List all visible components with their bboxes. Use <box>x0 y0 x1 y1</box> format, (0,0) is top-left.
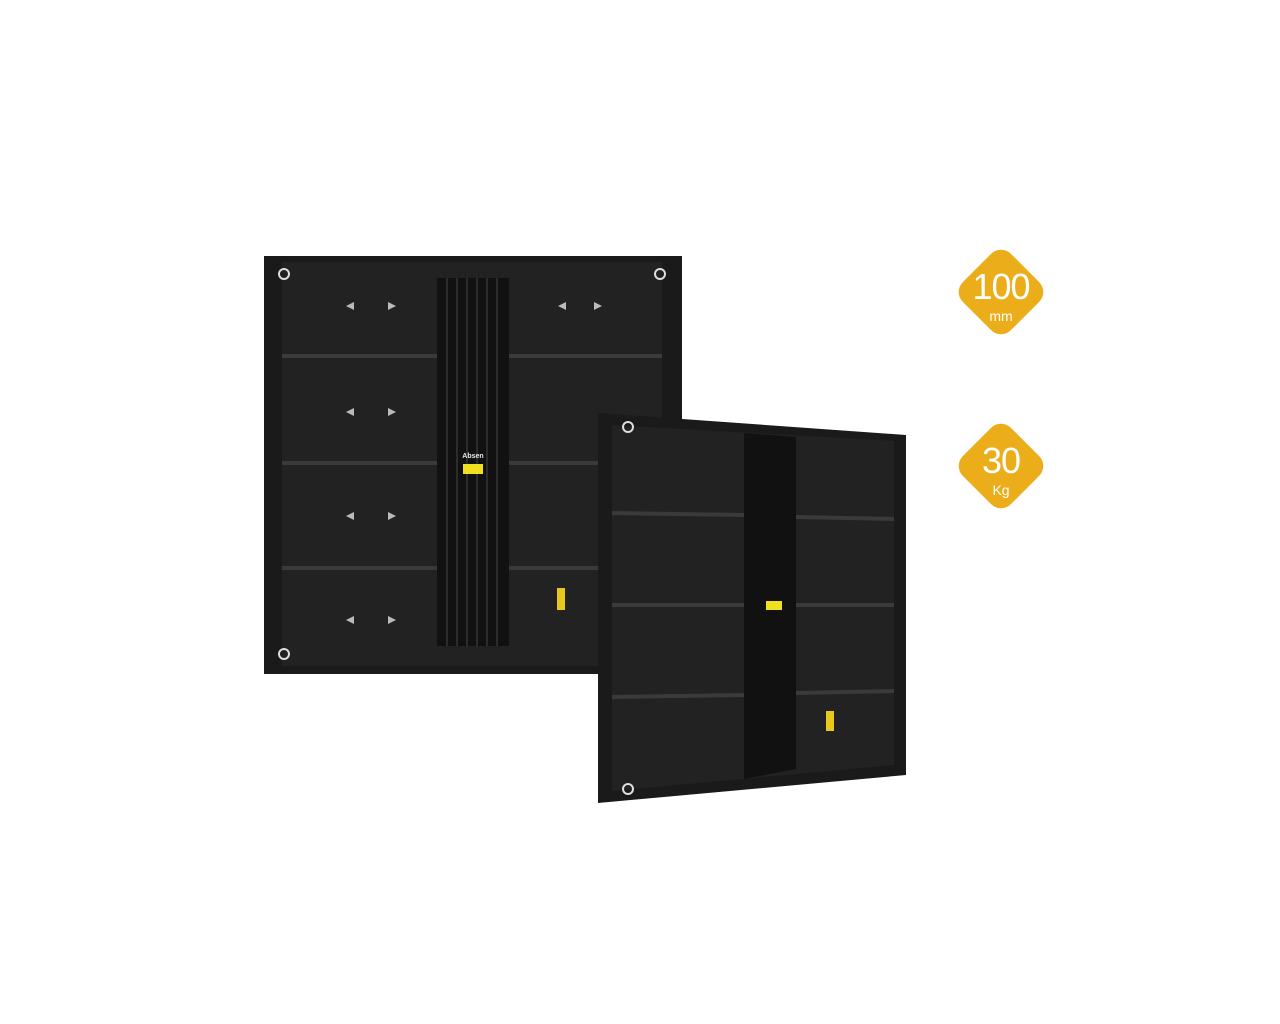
badge-unit: mm <box>989 308 1013 324</box>
badge-value: 30 <box>981 440 1021 481</box>
badge-unit: Kg <box>992 482 1010 498</box>
brand-label: Absen <box>462 453 484 460</box>
pitch-badge: 100 mm <box>952 243 1050 341</box>
badge-value: 100 <box>972 266 1030 307</box>
led-panel-angled-view <box>598 413 906 803</box>
weight-badge: 30 Kg <box>952 417 1050 515</box>
